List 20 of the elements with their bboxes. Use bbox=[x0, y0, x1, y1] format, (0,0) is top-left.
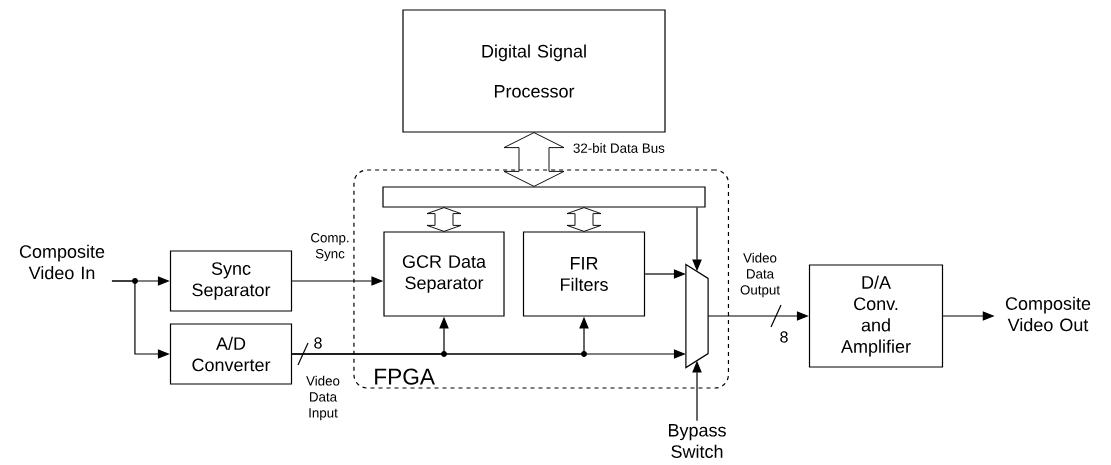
block-box: FIR Filters bbox=[522, 231, 646, 317]
hollow-bus-arrow bbox=[503, 132, 565, 187]
terminal-label: Composite Video Out bbox=[1005, 296, 1091, 332]
hollow-bus-arrow bbox=[426, 207, 462, 232]
edge-label: Video Data Output bbox=[734, 251, 786, 299]
block-box: Sync Separator bbox=[169, 250, 293, 312]
block-box bbox=[382, 186, 706, 208]
bus-width-label: 8 bbox=[780, 331, 788, 343]
hollow-bus-arrow bbox=[566, 207, 602, 232]
terminal-label: Bypass Switch bbox=[669, 424, 726, 458]
block-box: D/A Conv. and Amplifier bbox=[808, 264, 944, 368]
block-box: GCR Data Separator bbox=[383, 231, 505, 317]
edge-label: 32-bit Data Bus bbox=[571, 141, 667, 155]
processor-box: Digital Signal Processor bbox=[402, 9, 666, 133]
bus-width-label: 8 bbox=[314, 337, 322, 349]
edge-label: Video Data Input bbox=[300, 374, 346, 422]
terminal-label: Composite Video In bbox=[19, 244, 105, 280]
block-box: A/D Converter bbox=[169, 323, 293, 385]
multiplexer bbox=[685, 263, 709, 369]
edge-label: Comp. Sync bbox=[308, 231, 352, 263]
